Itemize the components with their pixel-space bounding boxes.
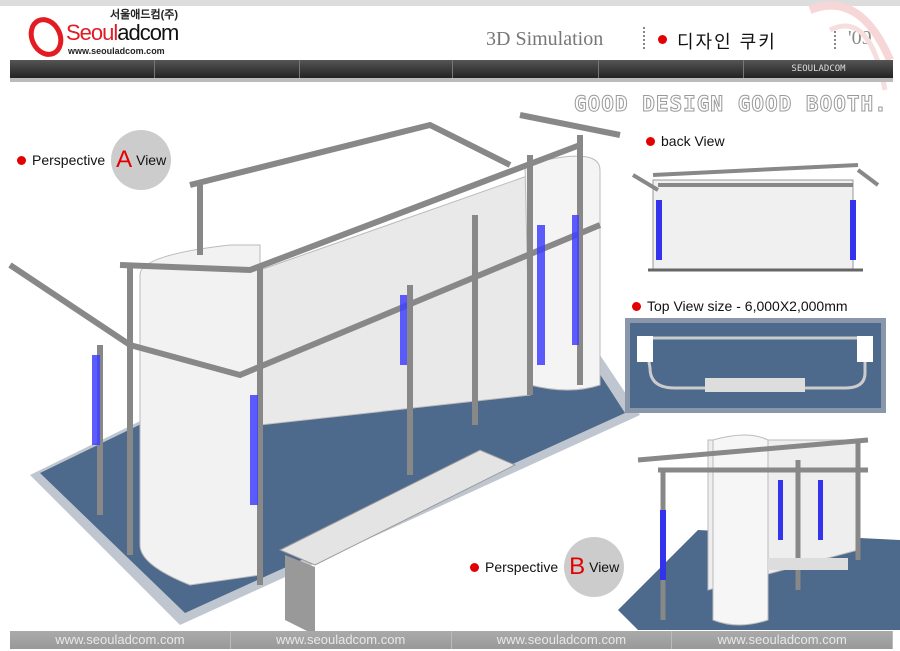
label-text: Top View size - 6,000X2,000mm (647, 298, 848, 314)
footer-link[interactable]: www.seouladcom.com (231, 631, 452, 649)
logo[interactable]: 서울애드컴(주) Seouladcom www.seouladcom.com (28, 9, 198, 59)
logo-name: Seouladcom (66, 20, 179, 45)
footer-link[interactable]: www.seouladcom.com (452, 631, 673, 649)
logo-korean: 서울애드컴(주) (110, 9, 179, 21)
booth-perspective-a-image (8, 112, 640, 635)
label-text: Perspective (485, 559, 559, 575)
footer-bar: www.seouladcom.com www.seouladcom.com ww… (10, 631, 893, 649)
top-view-image (625, 318, 886, 413)
project-title: 디자인 쿠키 (677, 32, 777, 52)
footer-link[interactable]: www.seouladcom.com (672, 631, 893, 649)
nav-item[interactable] (453, 60, 599, 78)
nav-item[interactable] (155, 60, 300, 78)
booth-perspective-b-image (618, 434, 900, 630)
slogan: GOOD DESIGN GOOD BOOTH. (574, 92, 888, 117)
divider (834, 27, 836, 49)
nav-underline (10, 78, 893, 82)
year: '09 (848, 27, 872, 49)
back-view-image (631, 163, 880, 272)
logo-swoosh-icon (28, 17, 64, 57)
decorative-arc-icon (808, 1, 894, 91)
label-text: Perspective (32, 152, 106, 168)
top-border (0, 0, 900, 6)
section-title: 3D Simulation (486, 28, 604, 50)
nav-item[interactable] (10, 60, 155, 78)
bullet-icon (632, 301, 641, 311)
nav-item[interactable] (300, 60, 453, 78)
bullet-icon (17, 155, 26, 165)
nav-bar: SEOULADCOM (10, 60, 893, 78)
back-view-label: back View (646, 133, 725, 149)
label-text: back View (661, 133, 725, 149)
bullet-icon (658, 35, 667, 44)
nav-brand[interactable]: SEOULADCOM (791, 64, 846, 74)
logo-url: www.seouladcom.com (68, 46, 165, 56)
divider (643, 27, 645, 49)
bullet-icon (646, 136, 655, 146)
nav-item[interactable] (599, 60, 744, 78)
bullet-icon (470, 562, 479, 572)
top-view-label: Top View size - 6,000X2,000mm (632, 298, 848, 314)
footer-link[interactable]: www.seouladcom.com (10, 631, 231, 649)
